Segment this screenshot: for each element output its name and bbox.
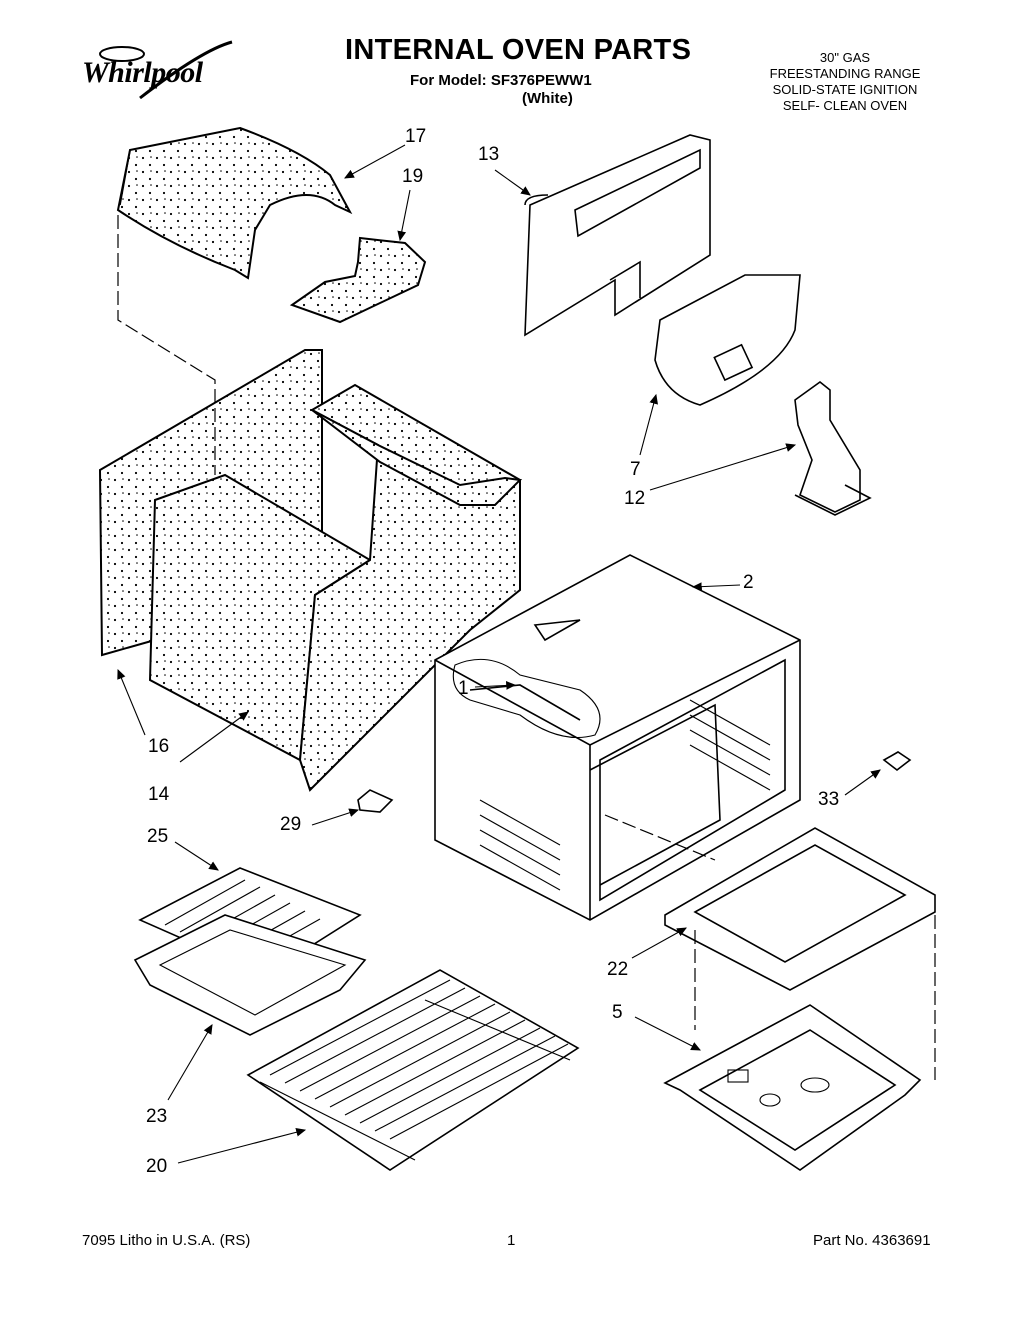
product-description-line: SOLID-STATE IGNITION (772, 82, 918, 97)
product-description-line: SELF- CLEAN OVEN (782, 98, 908, 113)
part-12-bracket (794, 380, 872, 516)
part-5-burner-pan (663, 1004, 922, 1171)
callout-25: 25 (147, 826, 168, 847)
callout-13: 13 (478, 144, 499, 165)
brand-logo: Whirlpool (82, 56, 203, 89)
callout-22: 22 (607, 959, 628, 980)
callout-12: 12 (624, 488, 645, 509)
callout-33: 33 (818, 789, 839, 810)
part-23-broiler-pan (133, 914, 367, 1036)
whirlpool-logo-swoosh (99, 40, 233, 100)
part-22-frame (664, 827, 936, 991)
callout-2: 2 (743, 572, 754, 593)
callout-19: 19 (402, 166, 423, 187)
part-20-oven-rack (246, 969, 580, 1171)
part-number: Part No. 4363691 (813, 1232, 931, 1249)
callout-7: 7 (630, 459, 641, 480)
callout-14: 14 (148, 784, 170, 805)
callout-5: 5 (612, 1002, 623, 1023)
callout-23: 23 (146, 1106, 167, 1127)
part-33-clip (882, 751, 912, 772)
model-number: For Model: SF376PEWW1 (410, 72, 592, 89)
product-description-line: FREESTANDING RANGE (769, 66, 921, 81)
callout-29: 29 (280, 814, 301, 835)
product-description-line: 30" GAS (819, 50, 871, 65)
callout-1: 1 (458, 678, 469, 699)
page-title: INTERNAL OVEN PARTS (345, 34, 692, 66)
callout-16: 16 (148, 736, 169, 757)
part-7-vent-cover (654, 274, 801, 406)
leader-arrows (117, 144, 881, 1164)
part-17-top-insulation (116, 126, 353, 280)
model-color: (White) (522, 90, 573, 107)
part-13-vent-duct (524, 134, 711, 337)
callout-17: 17 (405, 126, 426, 147)
litho-note: 7095 Litho in U.S.A. (RS) (82, 1232, 251, 1249)
part-19-insulation-pad (289, 236, 427, 324)
page-number: 1 (507, 1232, 516, 1249)
part-14-wrap-insulation (148, 383, 523, 792)
alignment-lines (117, 215, 936, 1080)
callout-20: 20 (146, 1156, 167, 1177)
part-1-cover (469, 684, 581, 721)
part-29-bracket (357, 789, 394, 813)
